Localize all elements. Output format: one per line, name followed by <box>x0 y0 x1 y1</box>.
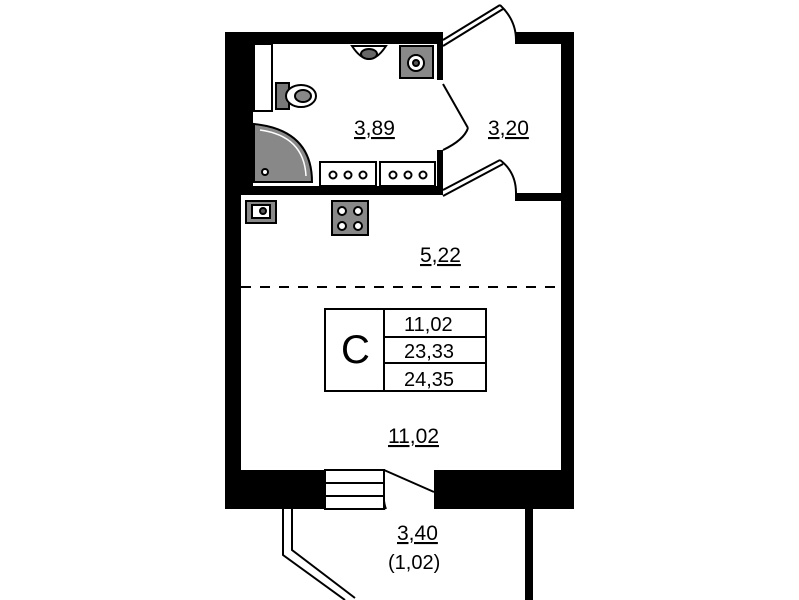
legend-total-with-balcony: 24,35 <box>404 369 454 391</box>
toilet-icon <box>275 82 317 110</box>
area-label-living: 11,02 <box>388 425 439 448</box>
doors <box>382 4 517 510</box>
exterior-walls <box>225 32 574 600</box>
balcony-door <box>382 469 435 510</box>
bath-panel <box>253 43 273 112</box>
area-label-balcony-reduced: (1,02) <box>388 552 440 574</box>
sink-icon <box>350 45 388 60</box>
legend-row-1 <box>383 308 487 338</box>
cooktop-icon <box>331 200 369 236</box>
entrance-door <box>442 4 517 47</box>
shower-icon <box>253 122 314 183</box>
legend-row-3 <box>383 362 487 392</box>
interior-partitions <box>241 44 574 201</box>
legend-living-area: 11,02 <box>404 314 453 336</box>
area-label-kitchen: 5,22 <box>420 244 461 267</box>
area-legend <box>324 308 487 392</box>
window <box>324 469 385 510</box>
counter-icon <box>319 161 436 187</box>
bathroom-fixtures <box>253 43 436 187</box>
kitchen-sink-icon <box>245 200 277 224</box>
balcony-outline <box>282 509 356 600</box>
bathroom-door <box>442 83 469 151</box>
area-label-hallway: 3,20 <box>488 117 529 140</box>
kitchen-fixtures <box>245 200 369 236</box>
legend-total-area: 23,33 <box>404 341 454 363</box>
area-label-bathroom: 3,89 <box>354 117 395 140</box>
legend-row-2 <box>383 336 487 364</box>
boiler-icon <box>399 45 434 79</box>
area-label-balcony: 3,40 <box>397 522 438 545</box>
legend-type-letter: С <box>341 328 370 372</box>
hall-door <box>442 159 517 197</box>
